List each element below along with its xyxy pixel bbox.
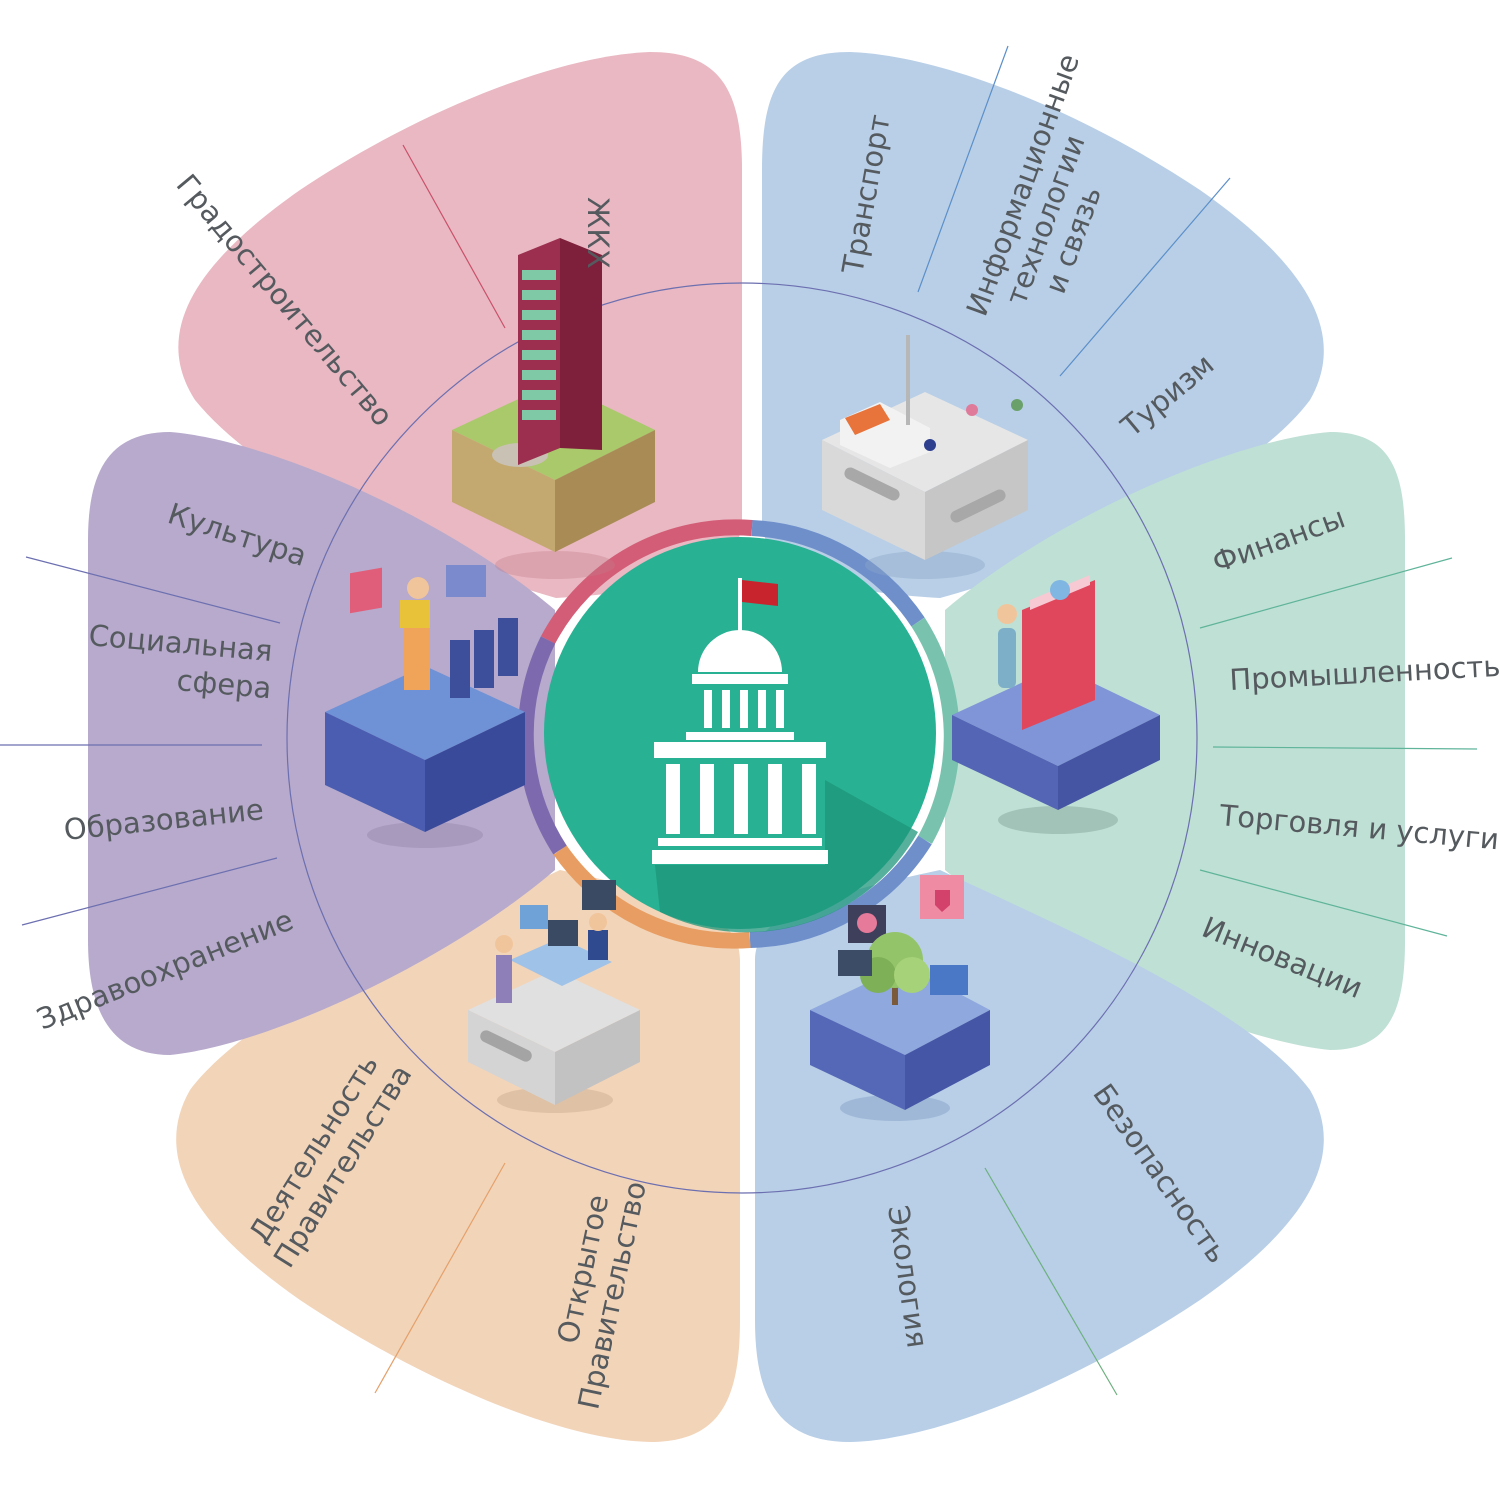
housing-illustration (452, 238, 655, 579)
label-zhkh: ЖКХ (581, 197, 615, 269)
transport-illustration (822, 335, 1028, 579)
segment-ring (517, 519, 960, 949)
finance-illustration (952, 575, 1160, 834)
security-illustration (810, 875, 990, 1121)
connector-lines (0, 45, 1478, 1396)
government-building-icon (652, 578, 828, 864)
culture-illustration (325, 565, 525, 848)
orbit-circle (286, 282, 1198, 1194)
label-sotsialnaya-line2: сфера (175, 663, 272, 705)
petal-purple (88, 432, 555, 1055)
government-illustration (468, 880, 640, 1113)
center-shadow (655, 780, 918, 933)
